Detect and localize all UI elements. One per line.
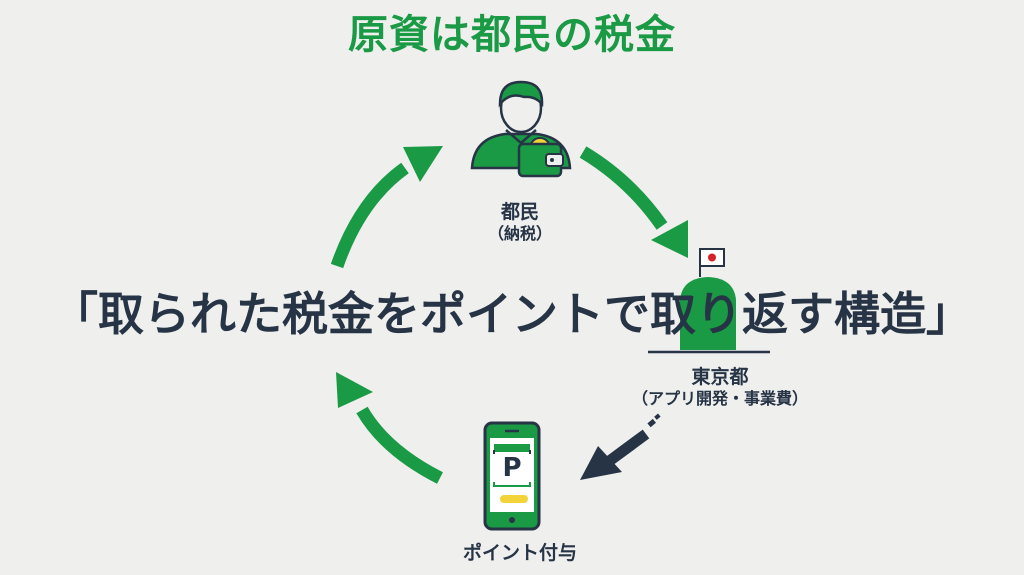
tokyo-sublabel: （アプリ開発・事業費） — [631, 389, 808, 408]
arrow-down-left-icon — [580, 413, 661, 480]
smartphone-point-icon — [483, 421, 541, 531]
tokyo-label: 東京都 — [691, 366, 749, 388]
citizen-sublabel: （納税） — [487, 224, 552, 243]
curved-arrow-down-icon — [579, 146, 688, 258]
citizen-label: 都民 — [500, 201, 539, 223]
person-with-wallet-icon — [470, 80, 572, 178]
government-building-icon — [648, 248, 770, 354]
point-label: ポイント付与 — [462, 542, 577, 564]
page-title: 原資は都民の税金 — [348, 12, 676, 58]
point-badge: P — [502, 453, 522, 483]
curved-arrow-up-left-icon — [336, 372, 443, 484]
curved-arrow-up-icon — [330, 146, 443, 269]
main-phrase: 「取られた税金をポイントで取り返す構造」 — [52, 287, 972, 341]
